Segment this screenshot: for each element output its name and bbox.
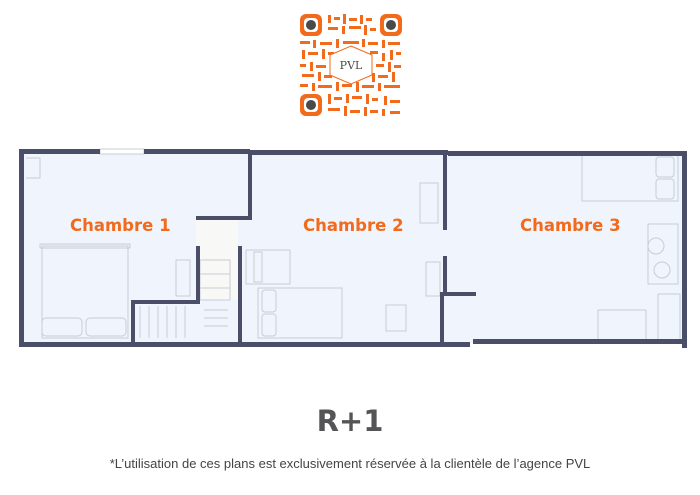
room-label-chambre-2: Chambre 2 <box>303 216 404 235</box>
qr-code: PVL <box>300 14 402 116</box>
room-label-chambre-3: Chambre 3 <box>520 216 621 235</box>
room-label-chambre-1: Chambre 1 <box>70 216 171 235</box>
floor-title: R+1 <box>316 404 384 438</box>
qr-logo-text: PVL <box>340 59 363 72</box>
disclaimer-text: *L’utilisation de ces plans est exclusiv… <box>109 456 591 471</box>
